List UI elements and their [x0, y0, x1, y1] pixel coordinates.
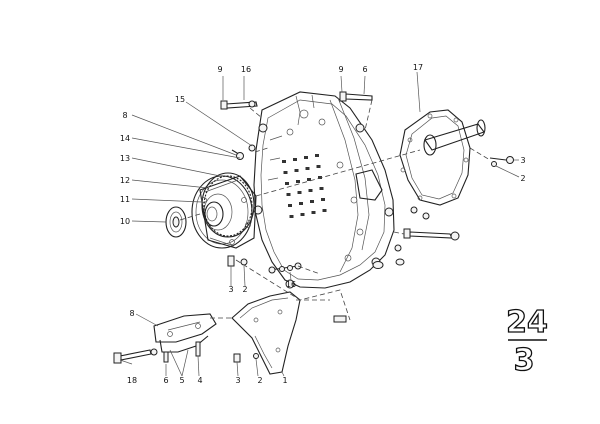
callout-3-right: 3: [520, 156, 525, 165]
callout-11: 11: [120, 195, 130, 204]
transmission-housing: [253, 91, 395, 289]
callout-labels: 9 16 9 6 17 15 8 14 13 12 11 10 3 2 3 2 …: [120, 63, 526, 385]
page-ref-bottom: 3: [514, 343, 535, 378]
callout-17: 17: [413, 63, 423, 72]
housing-hole: [305, 167, 310, 170]
housing-hole: [289, 215, 294, 218]
housing-hole: [285, 182, 289, 185]
housing-hole: [308, 189, 313, 192]
housing-hole: [321, 198, 325, 201]
bottom-cover-plate: [231, 291, 301, 375]
bearing-assembly: [191, 172, 257, 249]
housing-hole: [304, 156, 308, 159]
callout-6-top: 6: [362, 65, 367, 74]
housing-hole: [286, 193, 291, 196]
seal-ring: [165, 206, 187, 238]
page-ref-top: 24: [506, 305, 548, 340]
mount-bracket: [153, 313, 217, 353]
callout-5: 5: [179, 376, 184, 385]
page-reference: 24 3: [505, 304, 548, 378]
callout-14: 14: [120, 134, 130, 143]
housing-hole: [322, 209, 327, 212]
callout-13: 13: [120, 154, 130, 163]
housing-hole: [294, 169, 299, 172]
housing-hole: [283, 171, 288, 174]
housing-hole: [300, 213, 305, 216]
housing-hole: [282, 160, 286, 163]
housing-hole: [293, 158, 297, 161]
housing-hole: [311, 211, 316, 214]
housing-hole-pattern: [282, 154, 327, 218]
assembly-lines: [179, 99, 491, 321]
housing-hole: [316, 165, 321, 168]
callout-9-top-right: 9: [338, 65, 343, 74]
housing-hole: [318, 176, 322, 179]
callout-12: 12: [120, 176, 130, 185]
housing-hole: [297, 191, 302, 194]
callout-4: 4: [197, 376, 202, 385]
callout-8-lower: 8: [129, 309, 134, 318]
callout-8-upper: 8: [122, 111, 127, 120]
callout-1: 1: [282, 376, 287, 385]
callout-15: 15: [175, 95, 185, 104]
housing-hole: [299, 202, 303, 205]
callout-2-bottom: 2: [257, 376, 262, 385]
callout-10: 10: [120, 217, 130, 226]
housing-hole: [319, 187, 324, 190]
housing-hole: [310, 200, 314, 203]
housing-hole: [288, 204, 292, 207]
callout-18: 18: [127, 376, 137, 385]
housing-hole: [307, 178, 311, 181]
callout-6-bottom: 6: [163, 376, 168, 385]
rear-cover: [399, 109, 486, 206]
callout-9-top-left: 9: [217, 65, 222, 74]
housing-hole: [315, 154, 319, 157]
callout-3-mid: 3: [228, 285, 233, 294]
callout-16-top: 16: [241, 65, 251, 74]
callout-2-right: 2: [520, 174, 525, 183]
callout-16-mid: 16: [286, 280, 296, 289]
leader-lines: [119, 71, 520, 377]
callout-2-mid: 2: [242, 285, 247, 294]
housing-hole: [296, 180, 300, 183]
hardware-bolts: [113, 91, 514, 364]
callout-3-bottom: 3: [235, 376, 240, 385]
